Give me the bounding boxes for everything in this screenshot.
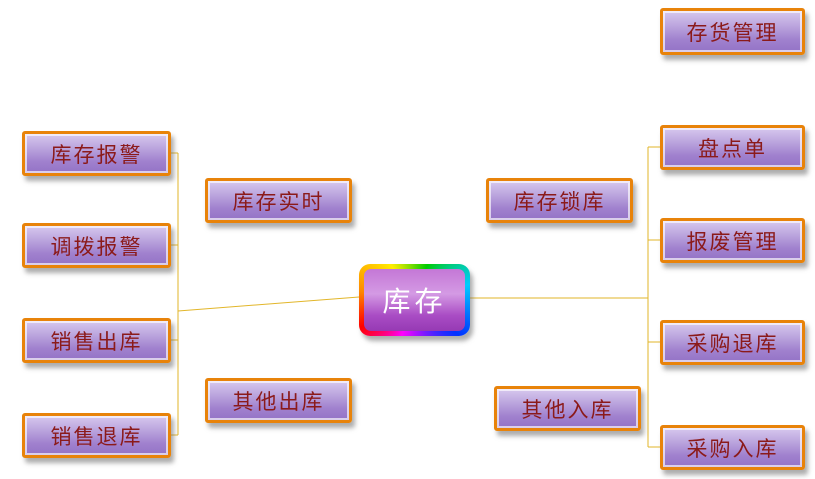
node-other-outbound[interactable]: 其他出库 [205, 378, 352, 423]
node-sales-return[interactable]: 销售退库 [22, 413, 171, 458]
node-inventory-center[interactable]: 库存 [359, 264, 470, 336]
node-purchase-return-label: 采购退库 [686, 331, 779, 356]
node-purchase-inbound-label: 采购入库 [686, 436, 779, 461]
node-inventory-lock[interactable]: 库存锁库 [486, 178, 633, 223]
node-transfer-alarm[interactable]: 调拨报警 [22, 223, 171, 268]
node-scrap-management-label: 报废管理 [686, 229, 779, 254]
node-realtime-inventory-label: 库存实时 [232, 189, 325, 214]
node-scrap-management[interactable]: 报废管理 [660, 218, 805, 263]
center-node-label: 库存 [382, 287, 447, 318]
node-other-inbound[interactable]: 其他入库 [494, 386, 641, 431]
node-sales-return-label: 销售退库 [50, 424, 143, 449]
node-stocktaking[interactable]: 盘点单 [660, 125, 805, 170]
node-stocktaking-label: 盘点单 [698, 136, 767, 161]
node-realtime-inventory[interactable]: 库存实时 [205, 178, 352, 223]
node-inventory-management[interactable]: 存货管理 [660, 8, 805, 55]
node-transfer-alarm-label: 调拨报警 [50, 234, 143, 259]
node-sales-outbound[interactable]: 销售出库 [22, 318, 171, 363]
node-inventory-lock-label: 库存锁库 [513, 189, 606, 214]
node-purchase-return[interactable]: 采购退库 [660, 320, 805, 365]
node-other-inbound-label: 其他入库 [521, 397, 614, 422]
node-inventory-management-label: 存货管理 [686, 20, 779, 45]
node-stock-alarm[interactable]: 库存报警 [22, 131, 171, 176]
center-node-body: 库存 [364, 269, 465, 331]
node-sales-outbound-label: 销售出库 [50, 329, 143, 354]
node-purchase-inbound[interactable]: 采购入库 [660, 425, 805, 470]
node-other-outbound-label: 其他出库 [232, 389, 325, 414]
node-stock-alarm-label: 库存报警 [50, 142, 143, 167]
